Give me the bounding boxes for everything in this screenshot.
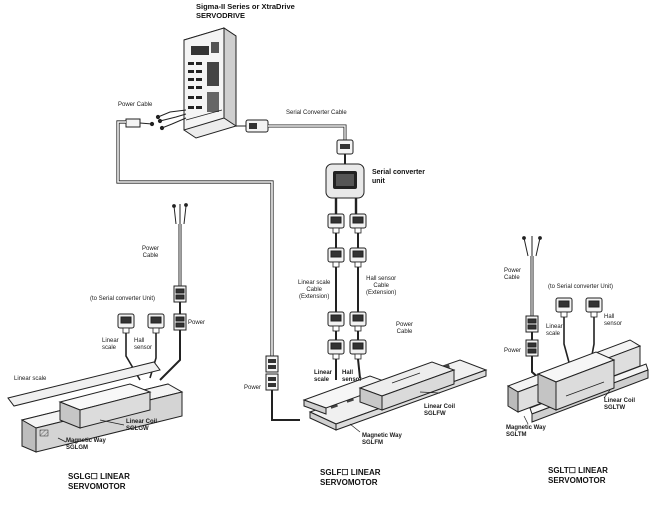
sglg-power-cable-label: Power Cable (142, 246, 159, 260)
serial-converter-label-line2: unit (372, 178, 385, 185)
sglt-hall-sensor-label: Hall sensor (604, 314, 622, 328)
servodrive-unit (183, 27, 237, 139)
sglf-caption-line1: SGLF☐ LINEAR (320, 468, 381, 477)
sglt-magnetic-way-line1: Magnetic Way (506, 425, 546, 431)
sglt-magnetic-way-line2: SGLTM (506, 432, 527, 438)
sglt-power-cable-line1: Power (504, 268, 522, 274)
sglg-magnetic-way-line2: SGLGM (66, 445, 88, 451)
sglf-linear-scale-line2: scale (314, 377, 330, 383)
sglt-caption: SGLT☐ LINEAR SERVOMOTOR (548, 466, 608, 486)
sglg-caption: SGLG☐ LINEAR SERVOMOTOR (68, 472, 130, 492)
sglt-linear-scale-label: Linear scale (546, 324, 563, 338)
sglf-power-cable-label: Power Cable (396, 322, 413, 336)
power-cable-main (116, 109, 274, 360)
sglf-hall-sensor-cable-line1: Hall sensor (366, 276, 397, 282)
serial-converter-label-line1: Serial converter (372, 169, 425, 176)
sglf-hall-sensor-cable-line3: (Extension) (366, 290, 397, 296)
sglt-power-cable-line2: Cable (504, 275, 520, 281)
sglf-linear-coil-line2: SGLFW (424, 411, 446, 417)
sglt-hall-sensor-line1: Hall (604, 314, 615, 320)
sglg-linear-scale-label: Linear scale (102, 338, 119, 352)
sglg-magnetic-way-label: Magnetic Way SGLGM (66, 438, 106, 452)
sglf-linear-scale-line1: Linear (314, 370, 333, 376)
serial-converter-unit-label: Serial converter unit (372, 168, 425, 186)
serial-converter-cable-label: Serial Converter Cable (286, 110, 347, 116)
servodrive-title-line2: SERVODRIVE (196, 11, 246, 20)
sglf-linear-scale-cable-line3: (Extension) (299, 294, 330, 300)
sglf-magnetic-way-line2: SGLFM (362, 440, 383, 446)
sglg-linear-coil-label: Linear Coil SGLGW (126, 419, 157, 433)
sglf-hall-sensor-line1: Hall (342, 370, 354, 376)
serial-converter-cable (236, 119, 354, 164)
sglg-linear-coil-line1: Linear Coil (126, 419, 158, 425)
sglf-power-label: Power (244, 385, 262, 391)
servodrive-title: Sigma-II Series or XtraDrive SERVODRIVE (196, 2, 295, 20)
sglt-to-serial-label: (to Serial converter Unit) (548, 284, 614, 290)
sglf-linear-scale-cable-label: Linear scale Cable (Extension) (298, 280, 330, 301)
sglt-linear-coil-line2: SGLTW (604, 405, 626, 411)
serial-converter-unit (325, 163, 365, 214)
sglg-linear-scale-bar-label: Linear scale (14, 376, 47, 382)
sglg-linear-scale-line1: Linear (102, 338, 119, 344)
sglt-caption-line1: SGLT☐ LINEAR (548, 466, 608, 475)
sglf-hall-sensor-cable-line2: Cable (373, 283, 390, 289)
sglf-linear-scale-label: Linear scale (314, 370, 332, 384)
sglf-power-cable-line2: Cable (396, 329, 413, 335)
sglt-linear-scale-line1: Linear (546, 324, 563, 330)
sglf-hall-sensor-cable-label: Hall sensor Cable (Extension) (366, 276, 396, 297)
sglg-power-label: Power (188, 320, 206, 326)
sglf-power-connector (265, 355, 300, 421)
sglt-linear-servomotor (506, 339, 649, 425)
sglt-linear-coil-label: Linear Coil SGLTW (604, 398, 635, 412)
sglg-linear-coil-line2: SGLGW (126, 426, 149, 432)
sglg-hall-sensor-line1: Hall (134, 338, 145, 344)
sglt-power-label: Power (504, 348, 522, 354)
sglf-caption: SGLF☐ LINEAR SERVOMOTOR (320, 468, 381, 488)
sglg-to-serial-label: (to Serial converter Unit) (90, 296, 156, 302)
power-cable-label: Power Cable (118, 102, 153, 108)
sglg-power-cable-line1: Power (142, 246, 160, 252)
sglf-linear-coil-label: Linear Coil SGLFW (424, 404, 455, 418)
sglg-power-cable-line2: Cable (142, 253, 159, 259)
sglg-magnetic-way-line1: Magnetic Way (66, 438, 106, 444)
sglf-magnetic-way-label: Magnetic Way SGLFM (362, 433, 402, 447)
sglf-power-cable-line1: Power (396, 322, 414, 328)
sglg-cables (117, 203, 188, 381)
sglt-linear-coil-line1: Linear Coil (604, 398, 636, 404)
sglf-extension-cables (327, 213, 367, 380)
sglf-linear-scale-cable-line2: Cable (306, 287, 323, 293)
sglf-magnetic-way-line1: Magnetic Way (362, 433, 402, 439)
sglf-hall-sensor-line2: sensor (342, 377, 362, 383)
sglg-caption-line2: SERVOMOTOR (68, 482, 126, 491)
sglt-magnetic-way-label: Magnetic Way SGLTM (506, 425, 546, 439)
servodrive-title-line1: Sigma-II Series or XtraDrive (196, 2, 295, 11)
sglg-caption-line1: SGLG☐ LINEAR (68, 472, 130, 481)
sglg-hall-sensor-line2: sensor (134, 345, 153, 351)
sglt-power-cable-label: Power Cable (504, 268, 521, 282)
sglg-hall-sensor-label: Hall sensor (134, 338, 152, 352)
sglt-caption-line2: SERVOMOTOR (548, 476, 606, 485)
sglf-linear-servomotor (302, 359, 488, 433)
sglg-linear-scale-line2: scale (102, 345, 117, 351)
sglf-linear-coil-line1: Linear Coil (424, 404, 456, 410)
sglt-hall-sensor-line2: sensor (604, 321, 623, 327)
sglf-linear-scale-cable-line1: Linear scale (298, 280, 331, 286)
sglf-hall-sensor-label: Hall sensor (342, 370, 362, 384)
sglg-linear-servomotor (7, 361, 184, 453)
sglf-caption-line2: SERVOMOTOR (320, 478, 378, 487)
sglt-linear-scale-line2: scale (546, 331, 561, 337)
